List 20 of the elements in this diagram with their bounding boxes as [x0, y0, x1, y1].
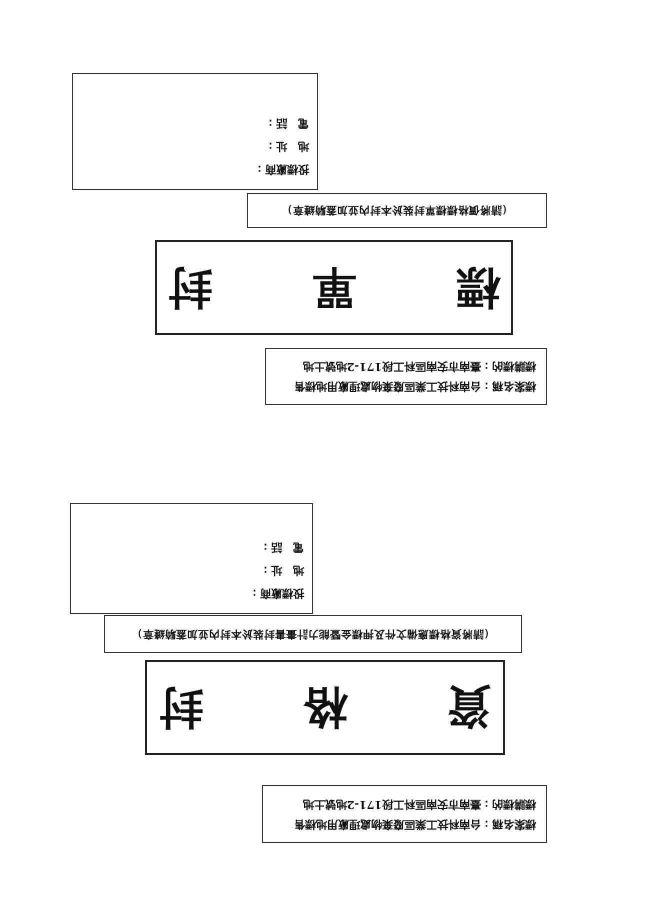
envelope-title-box	[145, 660, 505, 755]
field-label: 投標廠商：	[249, 586, 304, 601]
envelope-title: 標單封	[68, 261, 500, 315]
project-info-text: 標案名稱：台南科技工業區廢棄物處理廠用地標售	[293, 817, 536, 833]
bidder-info-box	[72, 73, 318, 190]
envelope-title: 資格封	[59, 681, 491, 735]
field-label: 電 話：	[260, 540, 304, 555]
field-label: 投標廠商：	[254, 162, 309, 177]
field-label: 地 址：	[265, 139, 309, 154]
project-info-box	[262, 785, 547, 843]
envelope-title-box	[155, 240, 513, 335]
project-info-text: 標購標的：臺南市安南區科工段171-2地號土地	[302, 359, 536, 375]
bidder-info-box	[70, 503, 313, 614]
project-info-text: 標案名稱：台南科技工業區廢棄物處理廠用地標售	[293, 379, 536, 395]
instruction-note: （請將價格標標單封裝於本封內並加蓋騎縫章）	[247, 193, 547, 228]
field-label: 地 址：	[260, 563, 304, 578]
instruction-note: （請將資格標應備文件及押標金暨能力計畫書封裝於本封內並加蓋騎縫章）	[104, 615, 522, 653]
project-info-box	[265, 348, 547, 405]
field-label: 電 話：	[265, 116, 309, 131]
project-info-text: 標購標的：臺南市安南區科工段171-2地號土地	[302, 797, 536, 813]
